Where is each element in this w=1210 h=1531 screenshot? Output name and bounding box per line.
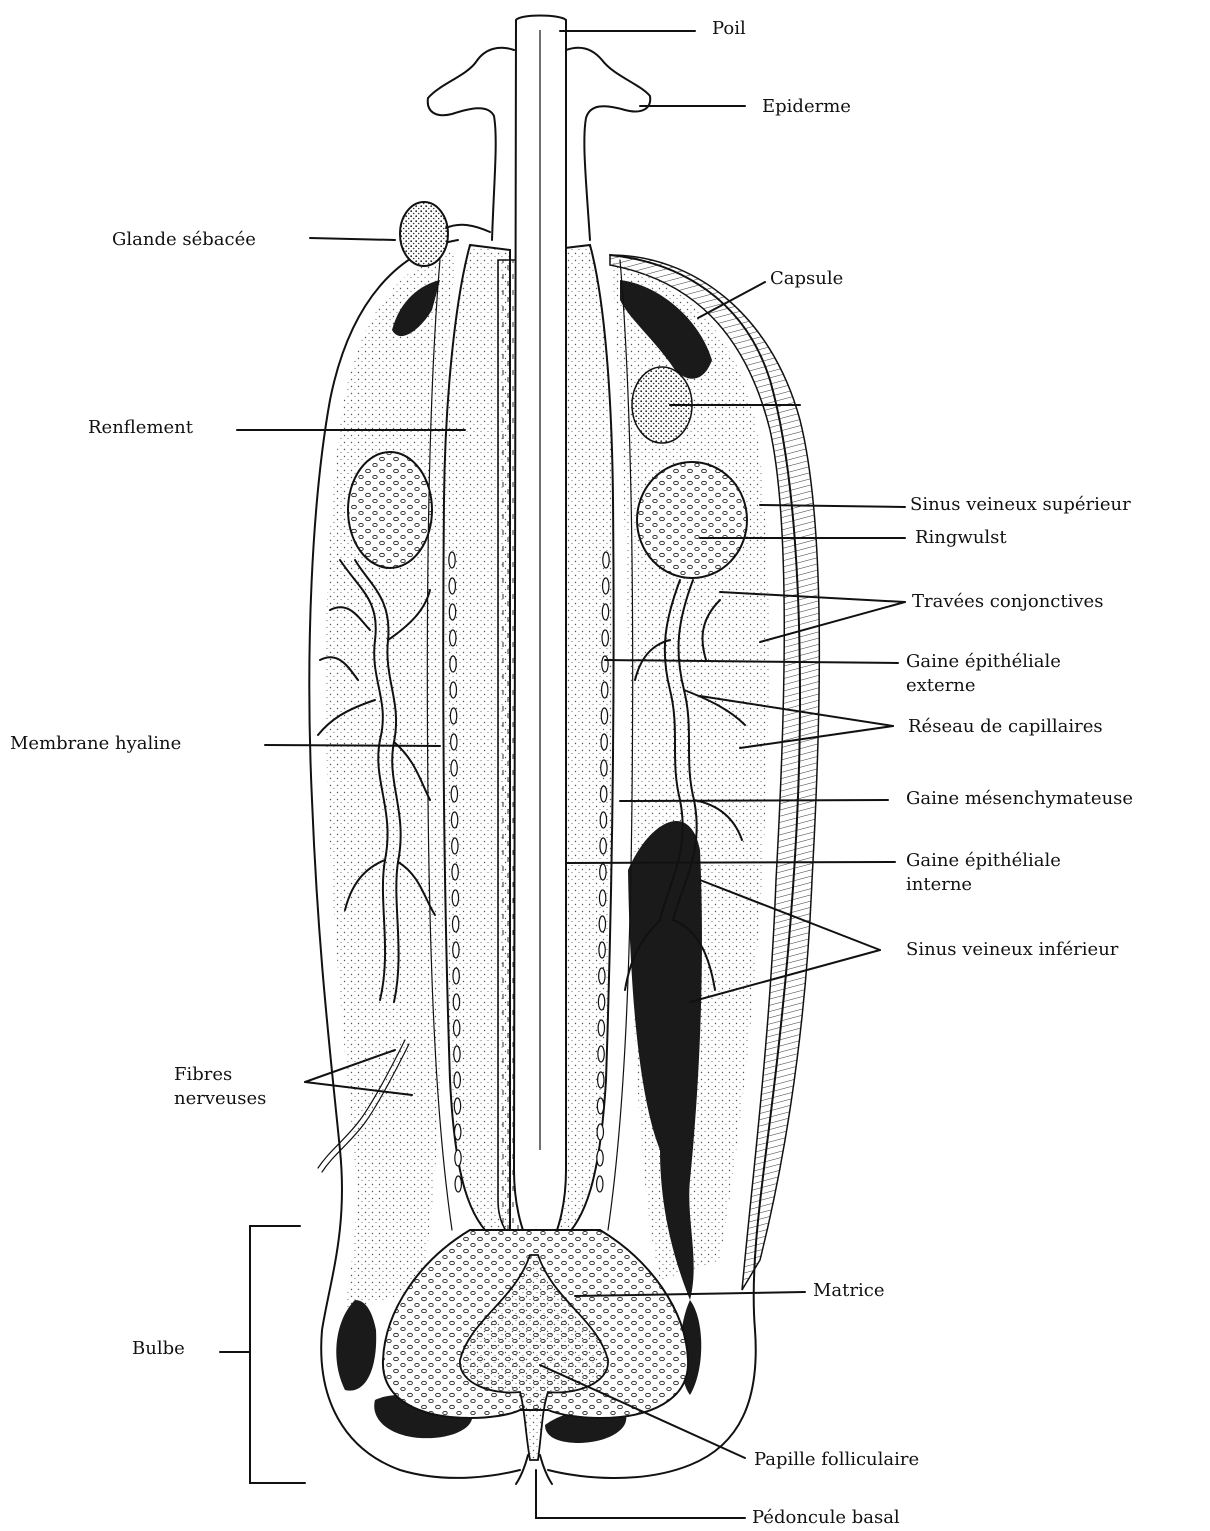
mesenchymal-cell-left	[455, 1124, 461, 1140]
mesenchymal-cell-right	[602, 630, 608, 646]
label-nerveuses: nerveuses	[174, 1088, 266, 1109]
mesenchymal-cell-left	[452, 916, 458, 932]
mesenchymal-cell-right	[597, 1176, 603, 1192]
mesenchymal-cell-left	[449, 578, 455, 594]
mesenchymal-cell-left	[450, 656, 456, 672]
mesenchymal-cell-right	[601, 734, 607, 750]
label-pedoncule-basal: Pédoncule basal	[752, 1507, 900, 1526]
mesenchymal-cell-right	[597, 1098, 603, 1114]
mesenchymal-cell-right	[602, 656, 608, 672]
mesenchymal-cell-left	[454, 1098, 460, 1114]
label-gaine-mesenchymateuse: Gaine mésenchymateuse	[906, 788, 1133, 809]
label-reseau-de-capillaires: Réseau de capillaires	[908, 716, 1103, 737]
bulbe-bracket	[250, 1226, 305, 1483]
label-sinus-veineux-inferieur: Sinus veineux inférieur	[906, 939, 1119, 960]
mesenchymal-cell-right	[598, 1020, 604, 1036]
label-glande-sebacee: Glande sébacée	[112, 229, 256, 250]
label-travees-conjonctives: Travées conjonctives	[912, 591, 1103, 612]
leader-gaine-int	[566, 862, 895, 863]
mesenchymal-cell-left	[449, 604, 455, 620]
label-gaine-epitheliale-interne-2: interne	[906, 874, 972, 895]
sebaceous-duct	[446, 225, 490, 232]
mesenchymal-cell-left	[453, 968, 459, 984]
mesenchymal-cell-right	[597, 1124, 603, 1140]
label-sinus-veineux-superieur: Sinus veineux supérieur	[910, 494, 1131, 515]
mesenchymal-cell-left	[453, 1020, 459, 1036]
ringwulst-left	[348, 452, 432, 568]
sebaceous-gland	[400, 202, 448, 266]
label-epiderme: Epiderme	[762, 96, 851, 117]
mesenchymal-cell-left	[451, 760, 457, 776]
mesenchymal-cell-left	[450, 630, 456, 646]
label-bulbe: Bulbe	[132, 1338, 185, 1359]
mesenchymal-cell-left	[450, 708, 456, 724]
mesenchymal-cell-left	[450, 682, 456, 698]
mesenchymal-cell-right	[598, 1046, 604, 1062]
mesenchymal-cell-left	[452, 864, 458, 880]
label-matrice: Matrice	[813, 1280, 885, 1301]
mesenchymal-cell-right	[599, 890, 605, 906]
ringwulst-right	[637, 462, 747, 578]
label-membrane-hyaline: Membrane hyaline	[10, 733, 181, 754]
mesenchymal-cell-left	[453, 994, 459, 1010]
mesenchymal-cell-right	[602, 682, 608, 698]
mesenchymal-cell-left	[453, 942, 459, 958]
mesenchymal-cell-right	[600, 838, 606, 854]
mesenchymal-cell-left	[454, 1072, 460, 1088]
mesenchymal-cell-right	[600, 786, 606, 802]
mesenchymal-cell-right	[603, 552, 609, 568]
mesenchymal-cell-right	[598, 1072, 604, 1088]
mesenchymal-cell-right	[599, 942, 605, 958]
mesenchymal-cell-left	[449, 552, 455, 568]
mesenchymal-cell-right	[601, 708, 607, 724]
label-gaine-epitheliale-interne: Gaine épithéliale	[906, 850, 1061, 871]
mesenchymal-cell-right	[598, 994, 604, 1010]
label-gaine-epitheliale-externe-2: externe	[906, 675, 976, 696]
mesenchymal-cell-right	[601, 760, 607, 776]
mesenchymal-cell-left	[454, 1046, 460, 1062]
mesenchymal-cell-left	[451, 786, 457, 802]
mesenchymal-cell-right	[600, 812, 606, 828]
left-tissue	[326, 250, 456, 1310]
label-fibres: Fibres	[174, 1064, 232, 1085]
label-capsule: Capsule	[770, 268, 843, 289]
epidermis-right	[566, 48, 650, 240]
leader-travees-b	[760, 602, 905, 642]
mesenchymal-cell-left	[451, 734, 457, 750]
mesenchymal-cell-left	[452, 890, 458, 906]
mesenchymal-cell-left	[452, 838, 458, 854]
follicle-illustration	[309, 16, 819, 1485]
mesenchymal-cell-right	[600, 864, 606, 880]
mesenchymal-cell-right	[599, 968, 605, 984]
leader-membrane-hyaline	[265, 745, 440, 746]
mesenchymal-cell-left	[455, 1176, 461, 1192]
sinus-inferior-left	[336, 1300, 376, 1391]
label-poil: Poil	[712, 18, 746, 39]
mesenchymal-cell-right	[603, 578, 609, 594]
mesenchymal-cell-right	[602, 604, 608, 620]
mesenchymal-cell-right	[597, 1150, 603, 1166]
mesenchymal-cell-right	[599, 916, 605, 932]
leader-gaine-mes	[620, 800, 888, 801]
label-gaine-epitheliale-externe: Gaine épithéliale	[906, 651, 1061, 672]
label-ringwulst: Ringwulst	[915, 527, 1007, 548]
mesenchymal-cell-left	[455, 1150, 461, 1166]
label-renflement: Renflement	[88, 417, 194, 438]
leader-glande-sebacee	[310, 238, 395, 240]
label-papille-folliculaire: Papille folliculaire	[754, 1449, 919, 1470]
mesenchymal-cell-left	[451, 812, 457, 828]
